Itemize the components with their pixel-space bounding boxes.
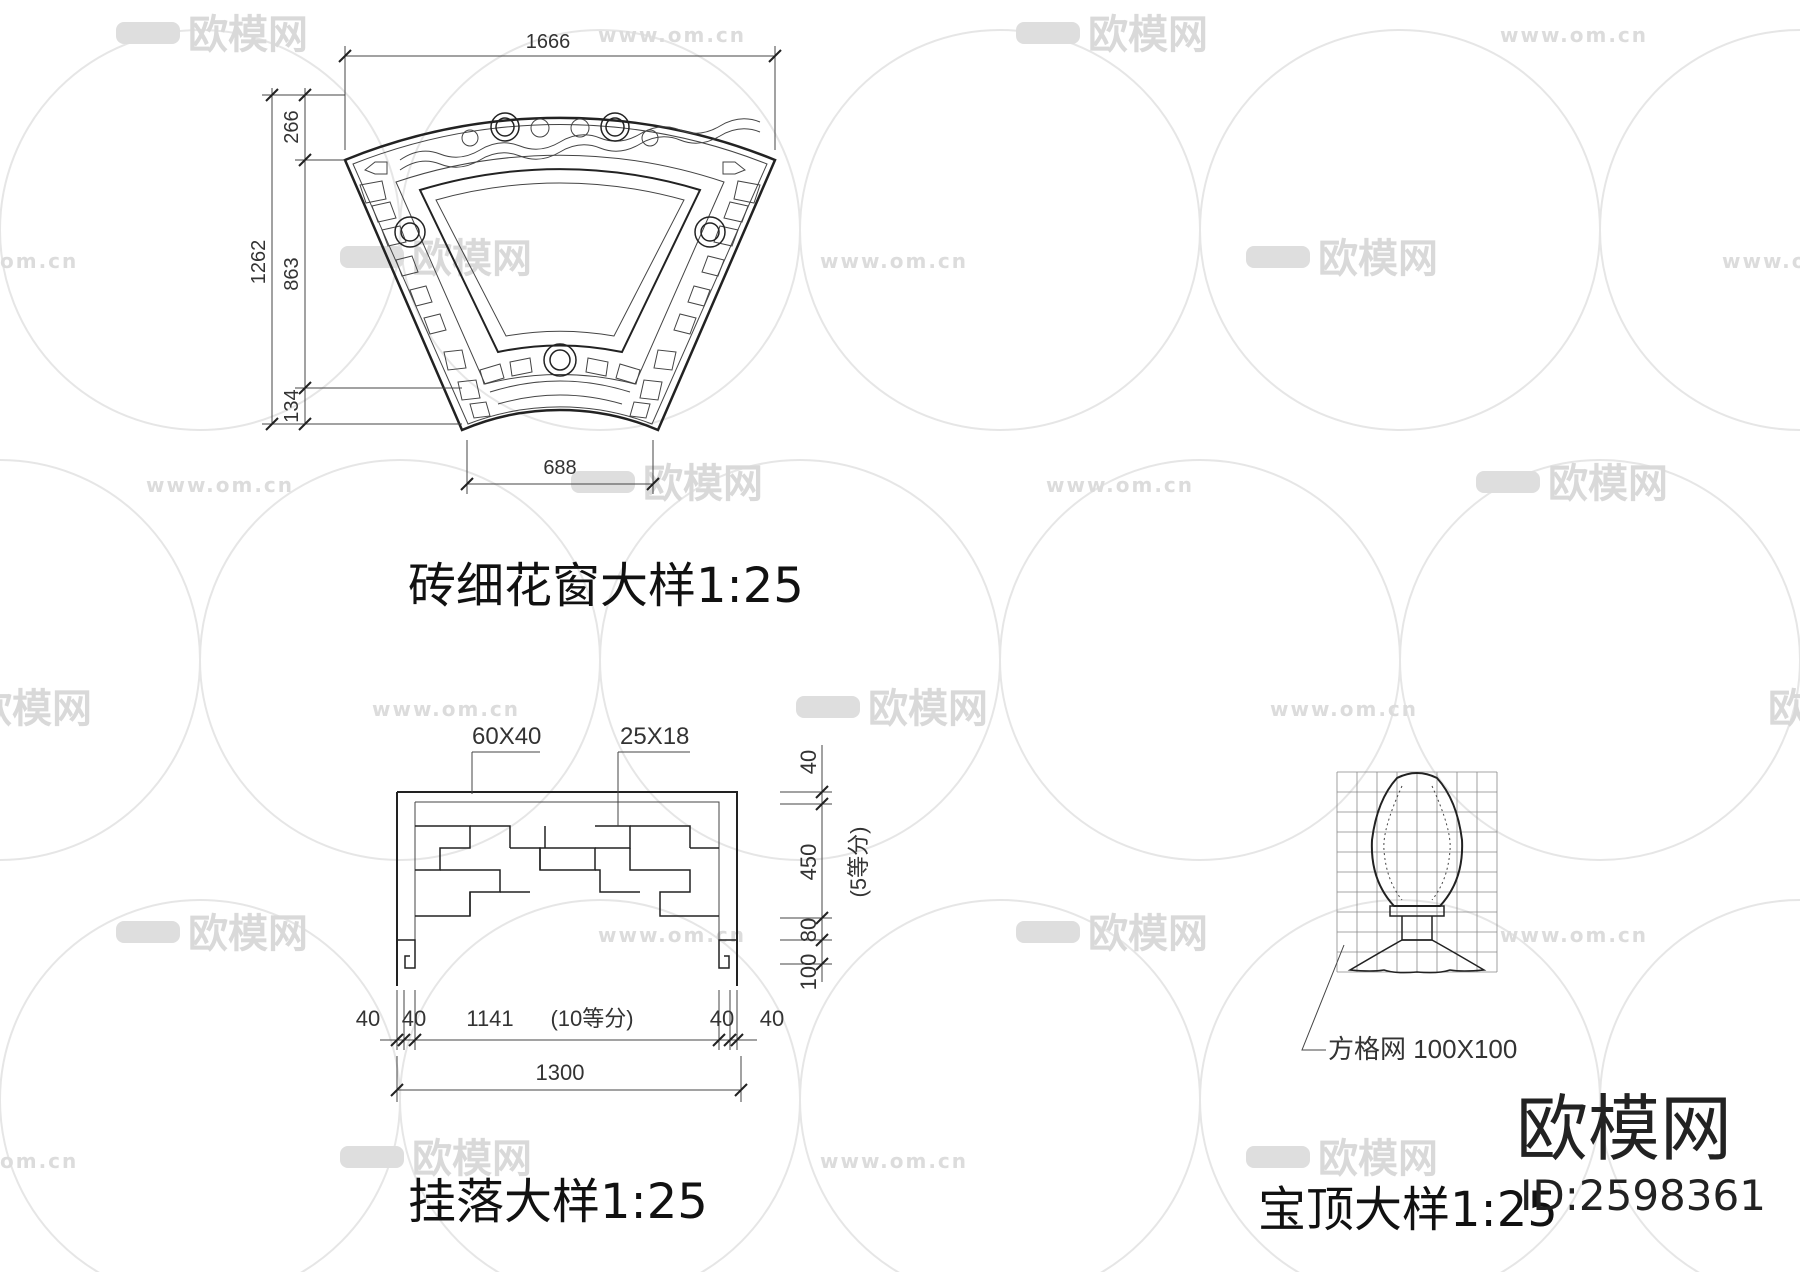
watermark-url: www.om.cn	[372, 697, 520, 721]
window-inner-opening-line	[435, 182, 685, 337]
hanging-drawing-title: 挂落大样1:25	[408, 1174, 708, 1230]
dim-label-top-width: 1666	[526, 31, 571, 53]
dim-horizontal-lattice: 40 40 1141 (10等分) 40 40 1300	[356, 990, 784, 1102]
dim-label-v-main: 450	[796, 844, 821, 881]
lattice-frame	[396, 791, 738, 986]
dim-label-h-mid-note: (10等分)	[550, 1006, 633, 1031]
dim-label-h-right-b: 40	[760, 1006, 784, 1031]
watermark-brand: 欧模网	[188, 12, 308, 58]
dim-label-v-80: 80	[796, 918, 821, 942]
floral-band-top	[399, 118, 761, 171]
watermark-url: www.om.cn	[820, 1149, 968, 1173]
watermark-brand: 欧模网	[0, 686, 92, 732]
watermark-url: www.om.cn	[1722, 249, 1800, 273]
dim-bottom-width: 688	[460, 440, 660, 494]
watermark-url-short: om.cn	[0, 249, 78, 273]
window-drawing-title: 砖细花窗大样1:25	[408, 558, 804, 614]
fret-pattern-bottom	[479, 357, 641, 405]
dim-label-part-top: 266	[281, 110, 303, 143]
dim-vertical-lattice: 40 450 (5等分) 80 100	[780, 745, 871, 990]
brand-id-text: ID:2598361	[1520, 1171, 1766, 1220]
dim-label-part-bottom: 134	[281, 389, 303, 422]
watermark-brand: 欧模网	[643, 461, 763, 507]
watermark-brand: 欧模网	[868, 686, 988, 732]
dim-label-total-height: 1262	[248, 240, 270, 285]
brand-footer: 欧模网 ID:2598361	[1516, 1087, 1766, 1220]
watermark-url: www.om.cn	[1500, 23, 1648, 47]
fan-window-drawing: 1666 688 1262 266 863	[248, 31, 804, 614]
watermark-url: www.om.cn	[820, 249, 968, 273]
watermark-url: www.om.cn	[1500, 923, 1648, 947]
watermark-url: www.om.cn	[598, 923, 746, 947]
dim-label-h-right-a: 40	[710, 1006, 734, 1031]
watermark-brand: 欧模网	[1088, 12, 1208, 58]
window-inner-opening	[418, 168, 702, 354]
dim-vertical-window: 1262 266 863 134	[248, 88, 462, 431]
watermark-brand: 欧模网	[1088, 911, 1208, 957]
hanging-lattice-drawing: 60X40 25X18 40 450 (5等分) 80 100	[356, 723, 871, 1230]
finial-neck-ring	[1389, 905, 1445, 917]
window-outer-frame	[343, 116, 777, 432]
dim-label-v-main-note: (5等分)	[846, 827, 871, 898]
dim-label-h-total: 1300	[536, 1060, 585, 1085]
watermark-url: www.om.cn	[1046, 473, 1194, 497]
lattice-fret-pattern	[415, 825, 719, 917]
watermark-url: www.om.cn	[146, 473, 294, 497]
lattice-bracket-right	[718, 939, 737, 969]
watermark-brand: 欧模网	[1768, 686, 1800, 732]
brand-logo-text: 欧模网	[1516, 1087, 1732, 1171]
finial-grid	[1336, 771, 1498, 973]
watermark-brand: 欧模网	[1548, 461, 1668, 507]
dim-label-v-100: 100	[796, 954, 821, 991]
finial-drawing-title: 宝顶大样1:25	[1258, 1182, 1558, 1238]
fret-pattern-left	[359, 161, 491, 419]
watermark-brand: 欧模网	[412, 236, 532, 282]
grid-note-leader	[1301, 944, 1345, 1051]
dim-label-h-mid: 1141	[466, 1006, 513, 1031]
window-outer-frame-inner-line	[352, 123, 768, 425]
watermark-brand: 欧模网	[188, 911, 308, 957]
dim-top-width: 1666	[338, 31, 782, 150]
lattice-frame-inner	[414, 801, 720, 940]
finial-grid-note: 方格网 100X100	[1328, 1034, 1517, 1064]
watermark-url: www.om.cn	[1270, 697, 1418, 721]
label-frame-size: 60X40	[472, 723, 541, 750]
finial-body	[1370, 772, 1464, 907]
fret-pattern-right	[629, 161, 761, 419]
watermark-url-short: om.cn	[0, 1149, 78, 1173]
watermark-brand: 欧模网	[1318, 236, 1438, 282]
shou-medallions	[394, 112, 726, 377]
window-band-line	[395, 154, 725, 385]
dim-label-v-top: 40	[796, 750, 821, 774]
dim-label-part-mid: 863	[281, 257, 303, 290]
watermark-brand: 欧模网	[412, 1136, 532, 1182]
lattice-bracket-left	[397, 939, 416, 969]
watermark-url: www.om.cn	[598, 23, 746, 47]
finial-drawing: 方格网 100X100 宝顶大样1:25	[1258, 771, 1558, 1238]
dim-label-bottom-width: 688	[543, 457, 576, 479]
watermark-brand: 欧模网	[1318, 1136, 1438, 1182]
watermark-layer: 欧模网 欧模网 欧模网 欧模网 欧模网 欧模网 欧模网 欧模网 欧模网 欧模网 …	[0, 12, 1800, 1272]
dim-label-h-left-b: 40	[402, 1006, 426, 1031]
label-lattice-size: 25X18	[620, 723, 689, 750]
lattice-leaders	[471, 751, 690, 826]
dim-label-h-left-a: 40	[356, 1006, 380, 1031]
finial-base	[1347, 939, 1487, 974]
